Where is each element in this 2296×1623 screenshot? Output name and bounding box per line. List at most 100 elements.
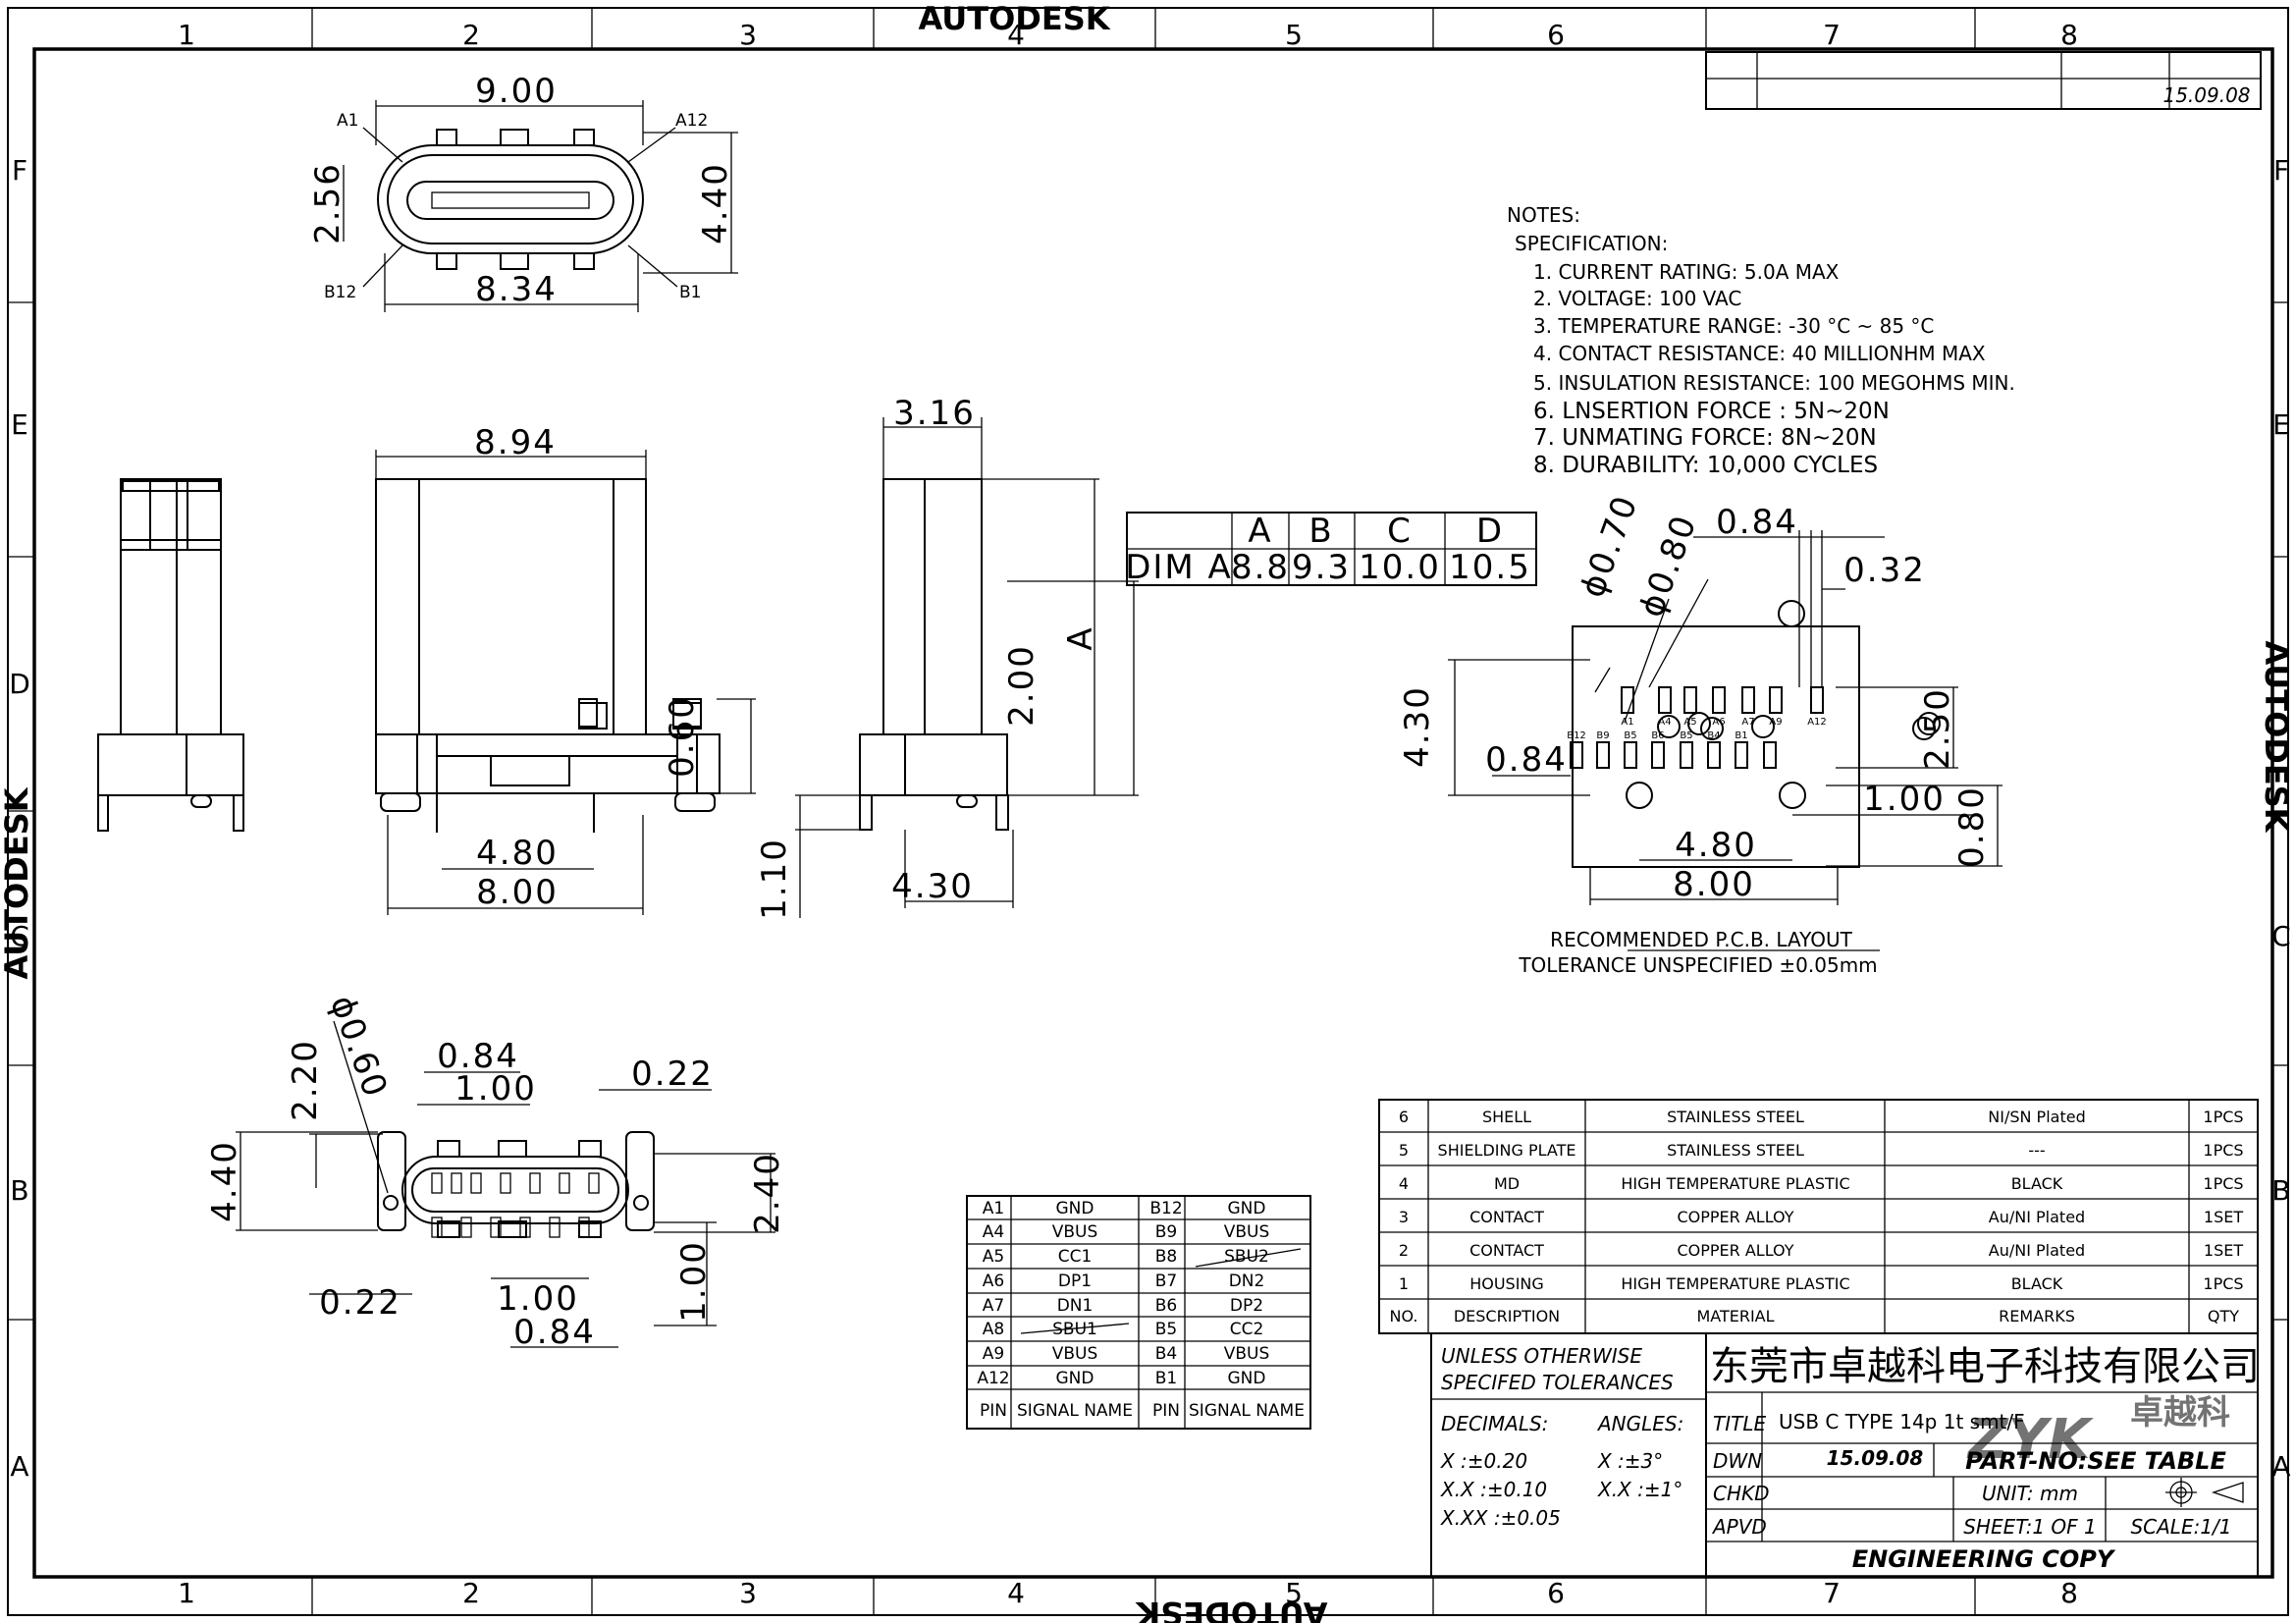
logo-letters: ZYK (1966, 1408, 2094, 1472)
bom-cell: Au/NI Plated (1989, 1208, 2085, 1226)
pin-cell: A7 (983, 1296, 1004, 1316)
title-block: UNLESS OTHERWISE SPECIFED TOLERANCES DEC… (1430, 1332, 2260, 1578)
front-view: 8.94 4.80 8.00 0.60 (375, 423, 756, 915)
col-label: 2 (462, 19, 480, 51)
pin-callout-b12: B12 (324, 283, 356, 302)
bom-cell: BLACK (2011, 1274, 2063, 1293)
dim-top-height: 2.56 (308, 162, 347, 244)
pcb-hole (1778, 600, 1805, 627)
ang-x: X :±3° (1597, 1449, 1663, 1473)
row-label: F (2273, 154, 2289, 187)
row-label: E (11, 408, 28, 441)
unless-line-1: UNLESS OTHERWISE (1441, 1344, 1642, 1368)
dim-bottom-100b: 1.00 (497, 1279, 579, 1319)
dim-top-width: 9.00 (475, 72, 558, 111)
pin-cell: GND (1228, 1199, 1266, 1218)
pin-footer: SIGNAL NAME (1189, 1401, 1305, 1421)
dim-pcb-480: 4.80 (1675, 826, 1757, 865)
col-label: 3 (739, 19, 757, 51)
col-label: 3 (739, 1577, 757, 1609)
pcb-hole (1912, 717, 1936, 740)
bom-cell: STAINLESS STEEL (1667, 1108, 1804, 1126)
dim-pcb-100: 1.00 (1863, 780, 1946, 819)
row-label: E (2272, 408, 2290, 441)
side-view: 3.16 A 2.00 1.10 4.30 (755, 394, 1139, 920)
pcb-pad-label: A1 (1621, 717, 1633, 728)
pcb-hole (1687, 712, 1711, 735)
bom-cell: HIGH TEMPERATURE PLASTIC (1621, 1174, 1849, 1193)
pin-cell: DN2 (1229, 1271, 1265, 1291)
apvd-label: APVD (1711, 1515, 1767, 1539)
sheet-value: SHEET:1 OF 1 (1963, 1515, 2097, 1539)
dim-side-base: 4.30 (891, 867, 974, 906)
col-label: 5 (1285, 19, 1303, 51)
company-logo: ZYK 卓越科 (1966, 1393, 2230, 1472)
bom-cell: 5 (1399, 1141, 1409, 1160)
dim-side-width: 3.16 (893, 394, 976, 433)
brand-top: AUTODESK (918, 0, 1110, 37)
note-item: 3. TEMPERATURE RANGE: -30 °C ~ 85 °C (1533, 314, 1934, 338)
part-no: PART-NO:SEE TABLE (1965, 1447, 2226, 1475)
dim-front-width: 8.94 (474, 423, 557, 462)
bottom-view: ϕ0.60 2.20 0.84 1.00 0.22 4.40 2.40 0.22… (205, 991, 787, 1352)
bom-cell: 1SET (2204, 1208, 2243, 1226)
angles-label: ANGLES: (1596, 1412, 1683, 1435)
col-label: 8 (2060, 19, 2078, 51)
bom-cell: 1PCS (2203, 1141, 2243, 1160)
dim-pcb-080: 0.80 (1952, 785, 1992, 868)
pin-cell: A8 (983, 1320, 1004, 1339)
bom-cell: COPPER ALLOY (1677, 1208, 1793, 1226)
row-label: A (2271, 1450, 2290, 1483)
pin-cell: A9 (983, 1344, 1004, 1364)
col-label: 7 (1823, 1577, 1841, 1609)
bom-header: DESCRIPTION (1454, 1307, 1560, 1325)
pin-cell: GND (1228, 1369, 1266, 1388)
bom-header: MATERIAL (1696, 1307, 1774, 1325)
bom-cell: 1PCS (2203, 1274, 2243, 1293)
pin-cell: SBU1 (1052, 1320, 1097, 1339)
drawing-border (7, 7, 2289, 1616)
bom-cell: 4 (1399, 1174, 1409, 1193)
pin-cell: GND (1056, 1369, 1095, 1388)
pcb-hole (1700, 717, 1724, 740)
note-item: 2. VOLTAGE: 100 VAC (1533, 287, 1741, 310)
bom-header: QTY (2208, 1307, 2239, 1325)
pin-cell: B12 (1149, 1199, 1182, 1218)
unit-value: UNIT: mm (1982, 1482, 2078, 1505)
bom-cell: CONTACT (1469, 1241, 1544, 1260)
pin-cell: B8 (1155, 1247, 1177, 1267)
dim-bottom-022b: 0.22 (319, 1283, 401, 1323)
bom-cell: 1PCS (2203, 1108, 2243, 1126)
bom-cell: 1SET (2204, 1241, 2243, 1260)
dim-side-h1: 2.00 (1002, 644, 1041, 727)
bom-header: NO. (1390, 1307, 1418, 1325)
pin-cell: A1 (983, 1199, 1004, 1218)
tol-x: X :±0.20 (1440, 1449, 1527, 1473)
pin-callout-a12: A12 (675, 111, 708, 131)
notes-title: NOTES: (1507, 203, 1580, 227)
bom-cell: NI/SN Plated (1988, 1108, 2085, 1126)
dim-pcb-430: 4.30 (1398, 685, 1437, 768)
dim-side-a: A (1061, 625, 1100, 650)
dwn-date: 15.09.08 (1827, 1446, 1924, 1470)
col-label: 1 (178, 19, 195, 51)
dim-pcb-084b: 0.84 (1485, 740, 1568, 780)
row-label: D (9, 668, 30, 700)
dim-bottom-084a: 0.84 (437, 1037, 519, 1076)
bom-cell: CONTACT (1469, 1208, 1544, 1226)
bom-cell: HIGH TEMPERATURE PLASTIC (1621, 1274, 1849, 1293)
ang-xx: X.X :±1° (1597, 1478, 1682, 1501)
pcb-hole (1917, 712, 1941, 735)
bom-cell: STAINLESS STEEL (1667, 1141, 1804, 1160)
dwn-label: DWN (1713, 1449, 1762, 1473)
pin-cell: B1 (1155, 1369, 1177, 1388)
pcb-pad-label: A9 (1769, 717, 1782, 728)
dim-bottom-240: 2.40 (748, 1152, 787, 1234)
dim-bottom-220: 2.20 (286, 1039, 325, 1121)
col-label: 4 (1007, 19, 1025, 51)
bom-cell: HOUSING (1469, 1274, 1544, 1293)
dim-front-inner: 4.80 (476, 834, 559, 873)
pcb-pad-label: A5 (1683, 717, 1696, 728)
pin-cell: A12 (977, 1369, 1009, 1388)
